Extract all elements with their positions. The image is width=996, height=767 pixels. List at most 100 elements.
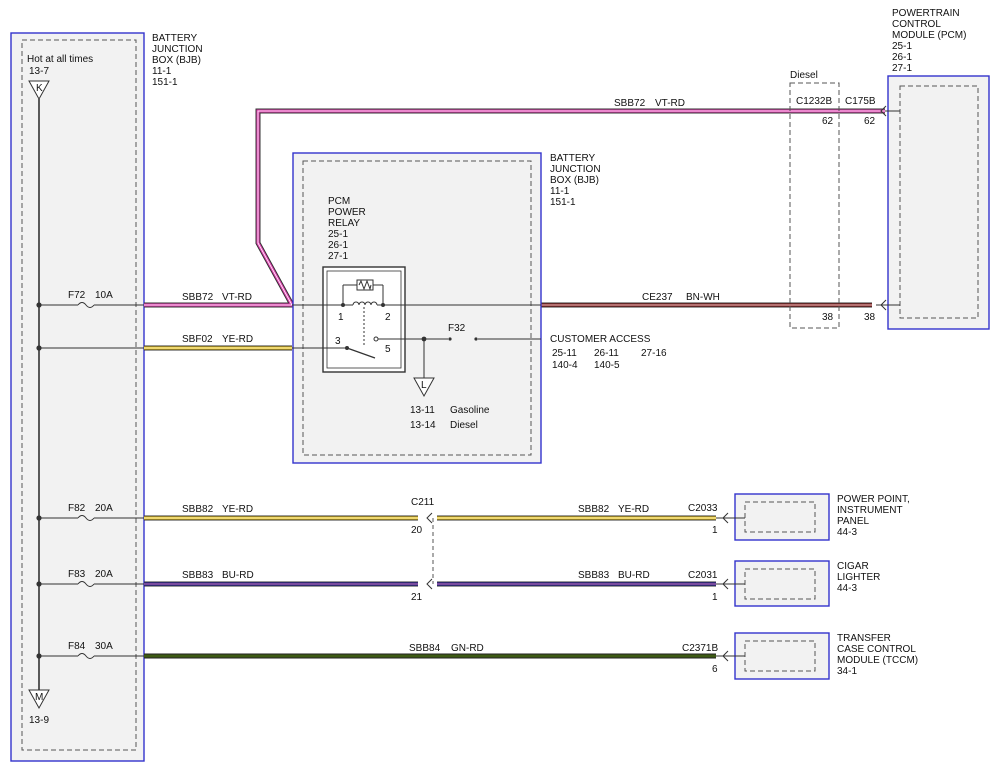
c175b-pin-38: 38 xyxy=(864,312,876,323)
wire-sbb84-color: GN-RD xyxy=(451,643,484,654)
k-symbol: K xyxy=(36,83,43,94)
diesel-connector-box xyxy=(789,82,840,329)
power-point-name-1: POWER POINT, xyxy=(837,494,910,505)
wire-sbb83-right-color: BU-RD xyxy=(618,570,650,581)
bjb-left-inner xyxy=(21,39,137,751)
relay-label-4: 25-1 xyxy=(328,229,348,240)
c2033-pin: 1 xyxy=(712,525,718,536)
fuse-f84-icon xyxy=(77,653,95,659)
l-triangle-icon xyxy=(413,377,435,398)
bjb-left-title-4: 11-1 xyxy=(152,66,172,77)
wire-sbb82-left-circuit: SBB82 xyxy=(182,504,214,515)
c2031-name: C2031 xyxy=(688,570,718,581)
c211-pin-21: 21 xyxy=(411,592,423,603)
bjb-left-title-2: JUNCTION xyxy=(152,44,203,55)
power-point-name-3: PANEL xyxy=(837,516,869,527)
cigar-lighter-name-2: LIGHTER xyxy=(837,572,880,583)
wire-sbb82-left-color: YE-RD xyxy=(222,504,253,515)
tccm-name-2: CASE CONTROL xyxy=(837,644,916,655)
fuse-f82-rating: 20A xyxy=(95,503,113,514)
wire-sbf02-circuit: SBF02 xyxy=(182,334,213,345)
relay-label-1: PCM xyxy=(328,196,350,207)
wire-sbb83-left-color: BU-RD xyxy=(222,570,254,581)
bjb-relay-title-2: JUNCTION xyxy=(550,164,601,175)
c2031-pin: 1 xyxy=(712,592,718,603)
hot-ref: 13-7 xyxy=(29,66,49,77)
c1232b-name: C1232B xyxy=(796,96,832,107)
wire-sbb72 xyxy=(144,108,885,308)
relay-pin-1: 1 xyxy=(338,312,344,323)
power-point-name-2: INSTRUMENT xyxy=(837,505,903,516)
bjb-relay-title-3: BOX (BJB) xyxy=(550,175,599,186)
relay-label-3: RELAY xyxy=(328,218,360,229)
hot-at-all-times-label: Hot at all times xyxy=(27,54,93,65)
m-ref: 13-9 xyxy=(29,715,49,726)
fuse-f82-icon xyxy=(77,515,95,521)
l-ref-2-label: Diesel xyxy=(450,420,478,431)
pcm-title-2: CONTROL xyxy=(892,19,941,30)
tccm-name-4: 34-1 xyxy=(837,666,857,677)
c175b-name: C175B xyxy=(845,96,876,107)
relay-switch-icon xyxy=(346,347,376,359)
wire-sbb83-left-circuit: SBB83 xyxy=(182,570,214,581)
fuse-f83-name: F83 xyxy=(68,569,86,580)
pcm-inner xyxy=(899,85,979,319)
wire-sbb82-right-color: YE-RD xyxy=(618,504,649,515)
tccm-name-3: MODULE (TCCM) xyxy=(837,655,918,666)
l-ref-1-label: Gasoline xyxy=(450,405,490,416)
pcm-title-1: POWERTRAIN xyxy=(892,8,960,19)
l-ref-2: 13-14 xyxy=(410,420,436,431)
wire-sbb72-top-circuit: SBB72 xyxy=(614,98,646,109)
customer-access-label: CUSTOMER ACCESS xyxy=(550,334,651,345)
c211-pin-20: 20 xyxy=(411,525,423,536)
fuse-f72-name: F72 xyxy=(68,290,86,301)
bjb-relay-title-4: 11-1 xyxy=(550,186,570,197)
relay-label-2: POWER xyxy=(328,207,366,218)
fuse-f83-icon xyxy=(77,581,95,587)
fuse-f32-icon xyxy=(448,337,452,341)
pcm-box xyxy=(887,75,990,330)
fuse-f82-name: F82 xyxy=(68,503,86,514)
pcm-title-4: 25-1 xyxy=(892,41,912,52)
fuse-f72-icon xyxy=(77,302,95,308)
relay-label-5: 26-1 xyxy=(328,240,348,251)
c2371b-pin: 6 xyxy=(712,664,718,675)
connector-arrow-icon xyxy=(880,105,887,117)
wire-sbb72-top-color: VT-RD xyxy=(655,98,685,109)
relay-coil-icon xyxy=(352,301,378,306)
m-triangle-icon xyxy=(28,689,50,710)
bjb-left-title-5: 151-1 xyxy=(152,77,178,88)
cigar-lighter-name-3: 44-3 xyxy=(837,583,857,594)
pcm-title-6: 27-1 xyxy=(892,63,912,74)
connector-arrow-icon xyxy=(426,578,433,590)
ca-ref-1: 25-11 xyxy=(552,348,577,359)
fuse-f83-rating: 20A xyxy=(95,569,113,580)
c1232b-pin-62: 62 xyxy=(822,116,834,127)
wire-sbb84-circuit: SBB84 xyxy=(409,643,441,654)
connector-arrow-icon xyxy=(426,512,433,524)
k-triangle-icon xyxy=(28,80,50,101)
ca-ref-4: 140-4 xyxy=(552,360,578,371)
fuse-f72-rating: 10A xyxy=(95,290,113,301)
tccm-name-1: TRANSFER xyxy=(837,633,891,644)
l-ref-1: 13-11 xyxy=(410,405,435,416)
l-symbol: L xyxy=(421,380,427,391)
power-point-inner xyxy=(744,501,816,533)
c1232b-pin-38: 38 xyxy=(822,312,834,323)
c211-name: C211 xyxy=(411,497,435,508)
wire-sbb83-right-circuit: SBB83 xyxy=(578,570,610,581)
fuse-f32-name: F32 xyxy=(448,323,466,334)
pcm-title-5: 26-1 xyxy=(892,52,912,63)
fuse-f84-rating: 30A xyxy=(95,641,113,652)
c2371b-name: C2371B xyxy=(682,643,718,654)
bjb-relay-title-5: 151-1 xyxy=(550,197,576,208)
wire-ce237-circuit: CE237 xyxy=(642,292,673,303)
pcm-title-3: MODULE (PCM) xyxy=(892,30,966,41)
bjb-left-box xyxy=(10,32,145,762)
wire-sbb82-right-circuit: SBB82 xyxy=(578,504,610,515)
ca-ref-5: 140-5 xyxy=(594,360,620,371)
bjb-left-title-3: BOX (BJB) xyxy=(152,55,201,66)
bjb-left-title-1: BATTERY xyxy=(152,33,198,44)
relay-pin-5: 5 xyxy=(385,344,391,355)
